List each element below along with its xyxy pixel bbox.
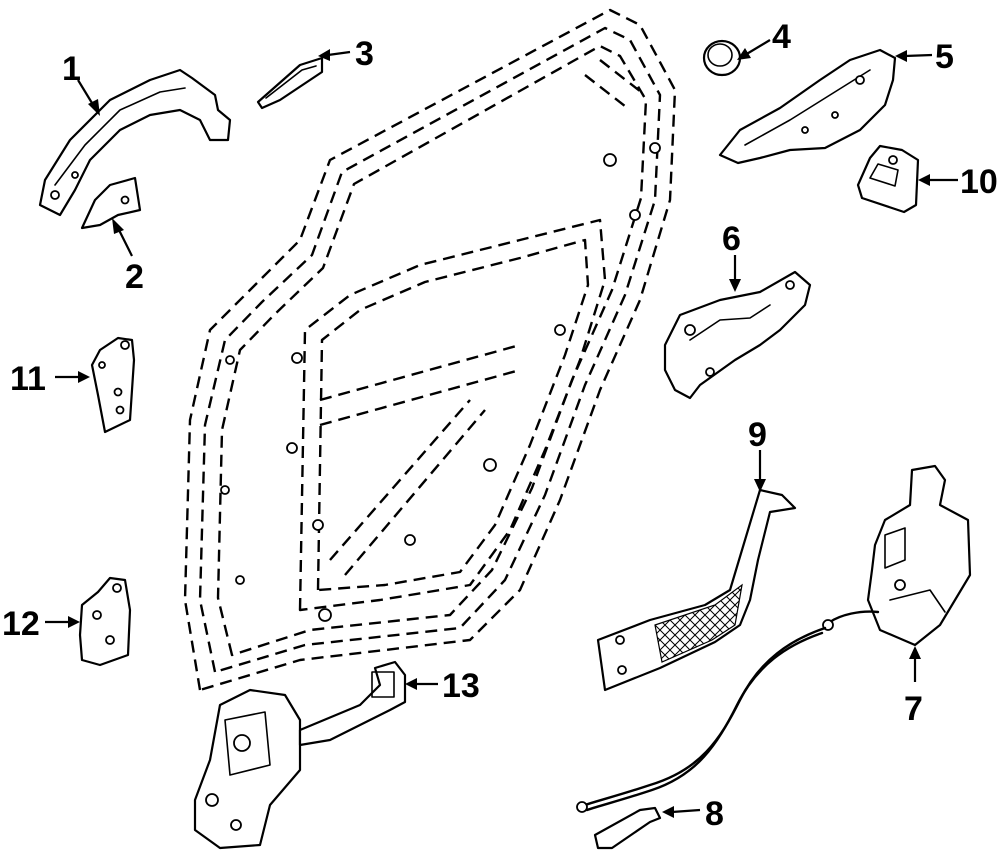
handle-cover-part-2 (80, 176, 142, 230)
callout-13: 13 (442, 667, 480, 705)
inside-handle-part-6 (663, 270, 812, 400)
striker-part-10 (856, 144, 920, 214)
callout-11: 11 (10, 360, 46, 398)
callout-arrows (45, 39, 958, 818)
lock-linkage-part-9 (596, 488, 797, 692)
callout-7: 7 (904, 690, 923, 728)
callout-10: 10 (960, 163, 998, 201)
callout-3: 3 (355, 35, 374, 73)
plug-part-4 (702, 39, 742, 77)
callout-2: 2 (125, 258, 144, 296)
release-cable (576, 626, 827, 813)
upper-hinge-part-11 (90, 336, 136, 434)
cable-clip-part-8 (593, 806, 662, 850)
callout-12: 12 (2, 605, 40, 643)
callout-1: 1 (62, 50, 81, 88)
callout-8: 8 (705, 795, 724, 833)
callout-9: 9 (748, 416, 767, 454)
callout-labels: 1 2 3 4 5 6 7 8 9 10 11 12 13 (2, 18, 998, 833)
door-check-part-13 (193, 660, 407, 850)
trim-piece-part-3 (256, 56, 324, 110)
callout-4: 4 (772, 18, 791, 56)
lower-hinge-part-12 (78, 576, 132, 667)
callout-6: 6 (722, 220, 741, 258)
callout-5: 5 (935, 38, 954, 76)
door-latch-part-7 (822, 464, 972, 647)
handle-bracket-part-5 (718, 48, 897, 165)
outside-handle-part-1 (38, 68, 232, 217)
door-frame (183, 8, 677, 692)
